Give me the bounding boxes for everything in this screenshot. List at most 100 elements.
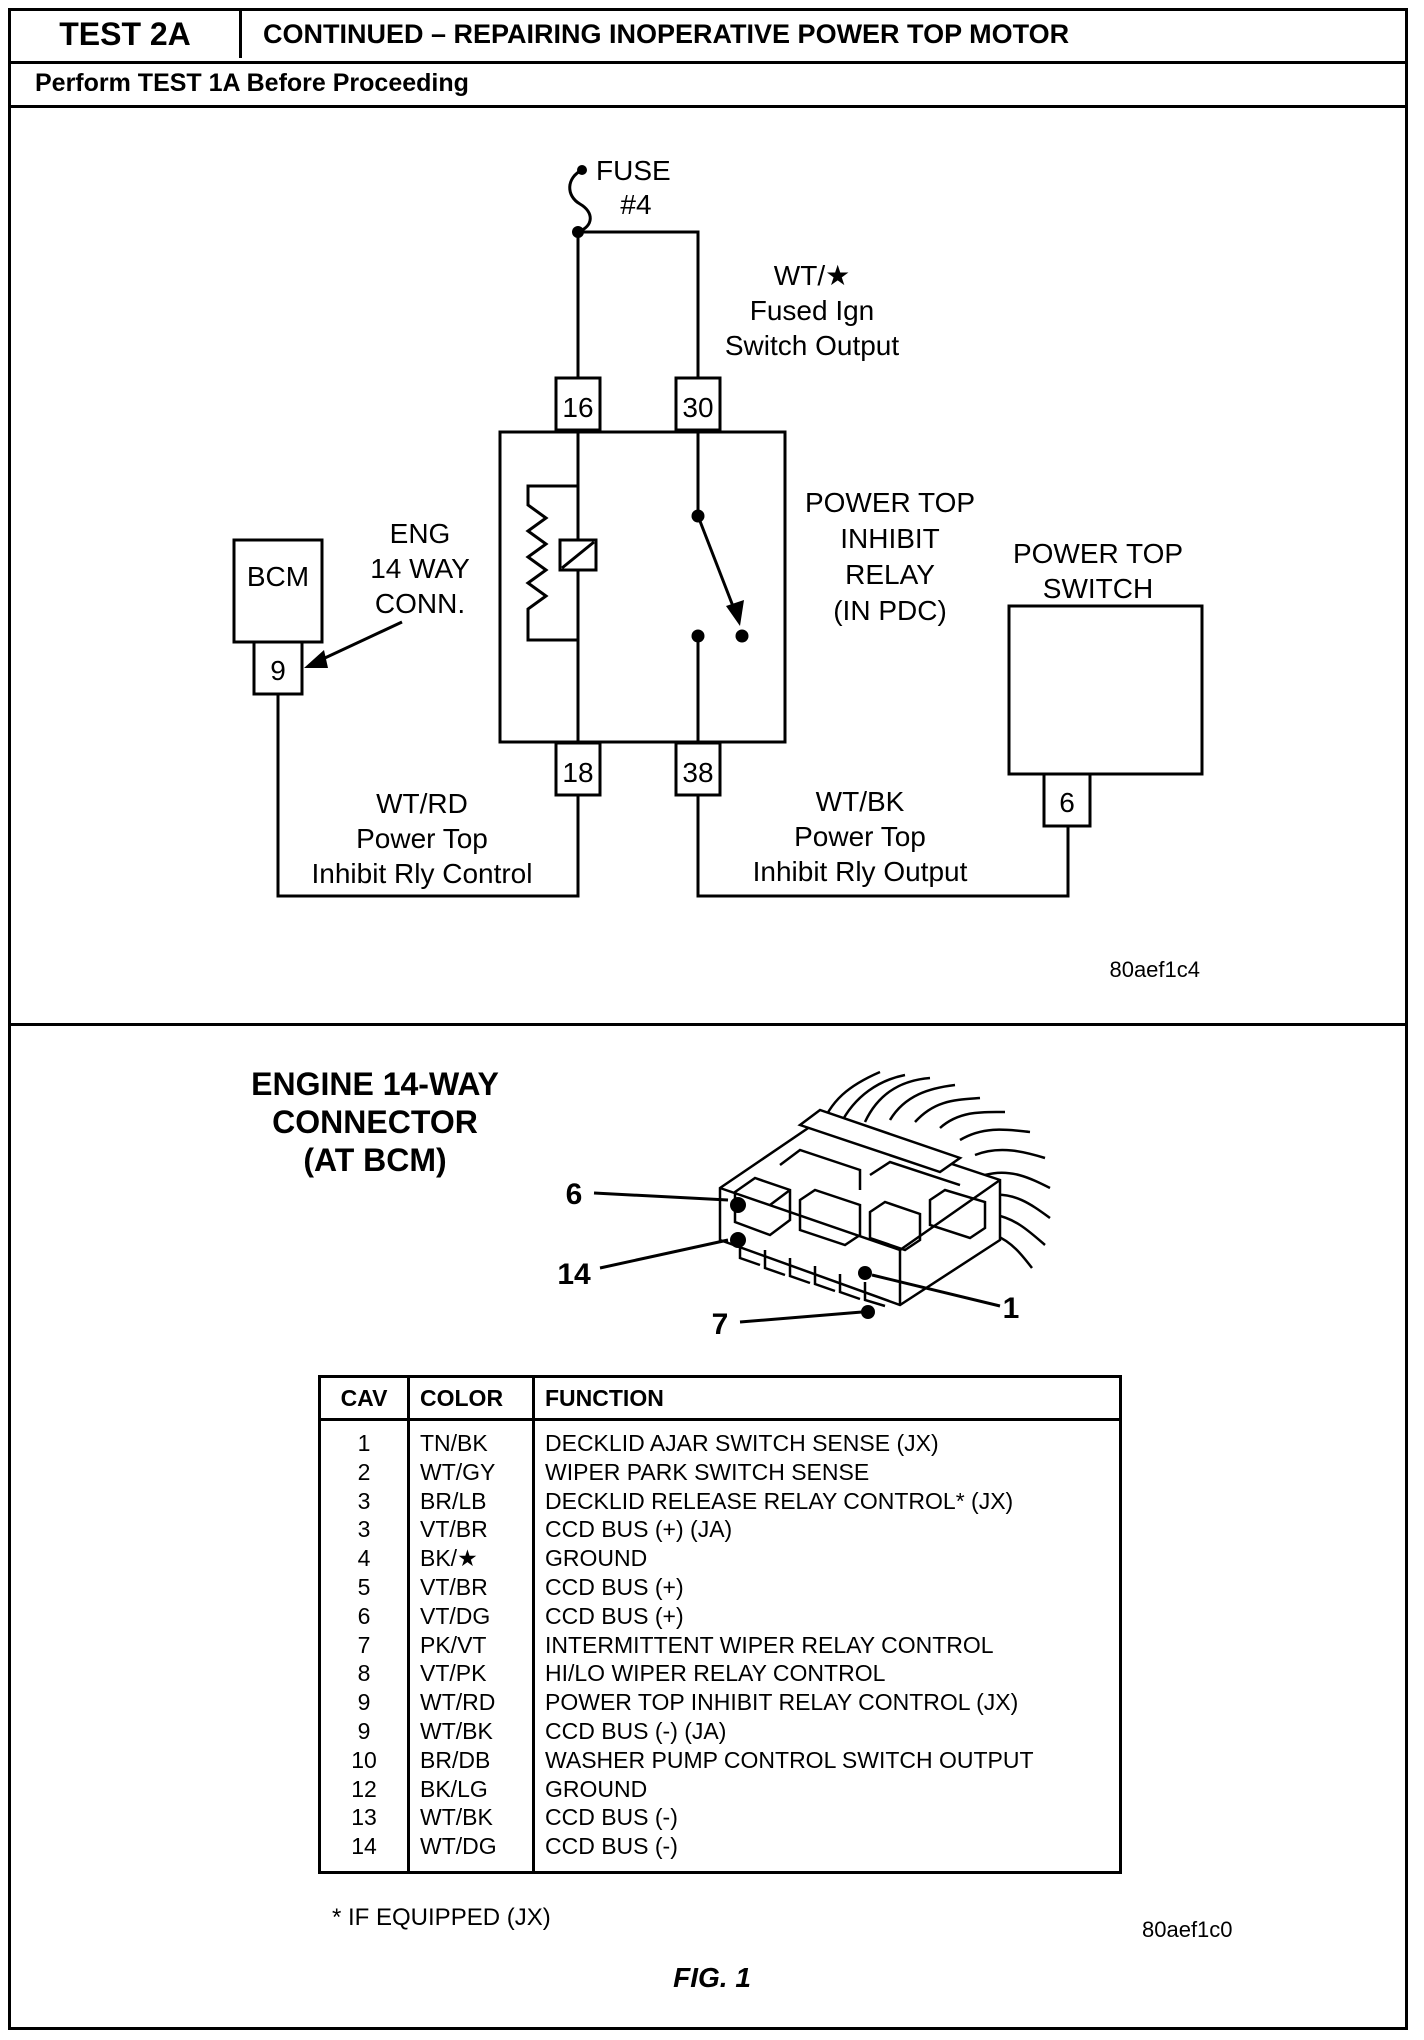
relay-pin-38-label: 38 [682,757,713,788]
fused-wire-name: Fused Ign [750,295,875,326]
cell-cav: 13 [319,1803,410,1833]
callout-7-leader [739,1310,863,1324]
relay-label-4: (IN PDC) [833,595,947,626]
connector-title-line-1: ENGINE 14-WAY [251,1066,499,1102]
callout-6-leader [593,1191,729,1202]
wire-fuse-to-30 [578,230,700,378]
cavity-14-dot [730,1232,746,1248]
eng-conn-label-2: 14 WAY [370,553,470,584]
cell-cav: 3 [319,1515,410,1545]
fuse-symbol [568,168,592,234]
eng-conn-leader [311,620,403,666]
connector-title-line-2: CONNECTOR [272,1104,478,1140]
wire-output [696,795,1070,898]
cell-function: CCD BUS (-) [545,1804,678,1831]
relay-coil [525,484,578,642]
cell-cav: 9 [319,1688,410,1717]
relay-pin-18-label: 18 [562,757,593,788]
cell-cav: 14 [319,1832,410,1873]
coil-core-diagonal [561,540,595,570]
cell-color: VT/BR [408,1515,535,1545]
figure-label: FIG. 1 [673,1962,751,1993]
callout-1-leader [871,1273,1001,1308]
cell-function: WIPER PARK SWITCH SENSE [545,1458,870,1485]
relay-pin-30 [674,376,722,432]
cavity-6-dot [730,1197,746,1213]
header-function: FUNCTION [533,1376,1121,1421]
cavity-1-dot [858,1266,872,1280]
figure-code: 80aef1c4 [1109,957,1200,982]
header-cav: CAV [319,1376,410,1421]
page-frame: TEST 2A CONTINUED – REPAIRING INOPERATIV… [8,8,1408,2030]
switch-contact-dot-2 [691,629,705,643]
output-wire-name: Power Top [794,821,926,852]
output-wire-color: WT/BK [816,786,905,817]
cell-cav: 7 [319,1630,410,1660]
callout-1-label: 1 [1003,1292,1020,1325]
cell-color: VT/PK [408,1659,535,1689]
switch-blade [696,515,738,615]
cell-function: DECKLID AJAR SWITCH SENSE (JX) [545,1430,939,1456]
callout-6-label: 6 [566,1178,583,1211]
cell-color: WT/GY [408,1457,535,1487]
fuse-label: FUSE [596,155,671,186]
cell-function: WASHER PUMP CONTROL SWITCH OUTPUT [545,1746,1034,1773]
cell-function: CCD BUS (-) (JA) [545,1717,727,1744]
power-top-switch-box [1007,604,1204,776]
cell-color: PK/VT [408,1630,535,1660]
relay-label-3: RELAY [845,559,935,590]
cell-color: VT/BR [408,1572,535,1602]
control-wire-color: WT/RD [376,788,468,819]
cell-cav: 2 [319,1457,410,1487]
cell-color: WT/BK [408,1716,535,1746]
footnote: * IF EQUIPPED (JX) [332,1904,551,1931]
cell-function: CCD BUS (+) [545,1573,684,1600]
splice-dot [572,226,584,238]
relay-label-1: POWER TOP [805,487,975,518]
page-subtitle: Perform TEST 1A Before Proceeding [35,68,469,97]
switch-label-1: POWER TOP [1013,538,1183,569]
cell-color: BR/LB [408,1486,535,1516]
cell-function: CCD BUS (+) [545,1602,684,1629]
figure-code-2: 80aef1c0 [1142,1917,1233,1942]
callout-14-leader [599,1238,729,1270]
eng-conn-label-3: CONN. [375,588,465,619]
eng-conn-arrowhead [304,650,328,668]
cell-function: INTERMITTENT WIPER RELAY CONTROL [545,1631,994,1658]
control-wire-name-2: Inhibit Rly Control [312,858,533,889]
relay-pin-30-label: 30 [682,392,713,423]
cell-cav: 1 [319,1419,410,1458]
switch-arrowhead [726,600,744,626]
eng-conn-label-1: ENG [390,518,451,549]
output-wire-name-2: Inhibit Rly Output [753,856,968,887]
cell-color: WT/DG [408,1832,535,1873]
cell-function: GROUND [545,1775,648,1802]
cell-color: VT/DG [408,1601,535,1631]
connector-illustration [718,1070,1051,1308]
cell-function: POWER TOP INHIBIT RELAY CONTROL (JX) [545,1689,1019,1716]
callout-7-label: 7 [712,1308,729,1341]
section-divider [11,1023,1405,1026]
wire-control [276,694,580,898]
fused-wire-color: WT/★ [774,260,850,291]
switch-label-2: SWITCH [1043,573,1153,604]
relay-box [498,430,787,744]
header-row: TEST 2A CONTINUED – REPAIRING INOPERATIV… [11,11,1405,64]
switch-contact-dot [735,629,749,643]
switch-pivot-dot [691,509,705,523]
